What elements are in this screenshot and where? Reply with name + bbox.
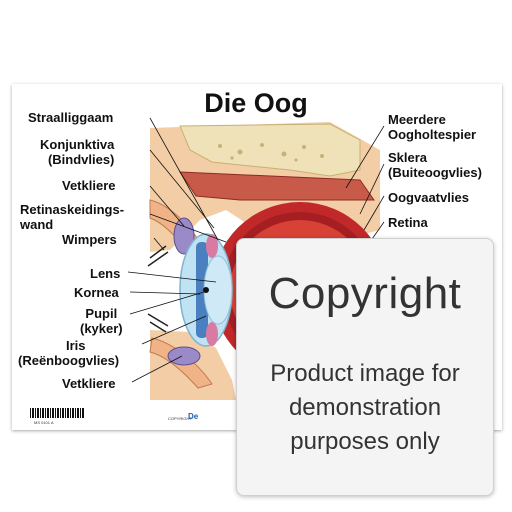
label-konjunktiva: Konjunktiva(Bindvlies) bbox=[40, 137, 115, 167]
ciliary-body-bottom bbox=[206, 322, 218, 346]
label-wimpers: Wimpers bbox=[62, 232, 117, 247]
label-retinaskeidingswand: Retinaskeidings-wand bbox=[20, 202, 125, 232]
lower-fat-gland bbox=[167, 346, 201, 366]
ciliary-body-top bbox=[206, 234, 218, 258]
upper-fat-gland bbox=[173, 217, 195, 255]
overlay-subtitle-line: Product image for bbox=[270, 360, 460, 387]
pupil-dot bbox=[203, 287, 209, 293]
leader-lines-left bbox=[127, 117, 227, 383]
lower-eyelash bbox=[147, 313, 169, 333]
brand-logo-text: De bbox=[188, 412, 199, 421]
label-lens: Lens bbox=[90, 266, 121, 281]
label-kornea: Kornea bbox=[74, 285, 119, 300]
bone-texture bbox=[218, 143, 324, 162]
label-sklera: Sklera(Buiteoogvlies) bbox=[388, 150, 482, 180]
label-straalliggaam: Straalliggaam bbox=[28, 110, 114, 125]
copyright-overlay: Copyright Product image for demonstratio… bbox=[236, 238, 494, 496]
overlay-subtitle: Product image for demonstration purposes… bbox=[237, 357, 493, 459]
iris bbox=[196, 242, 208, 338]
label-vetkliere-top: Vetkliere bbox=[62, 178, 116, 193]
label-retina: Retina bbox=[388, 215, 428, 230]
label-vetkliere-bottom: Vetkliere bbox=[62, 376, 116, 391]
label-pupil: Pupil(kyker) bbox=[80, 306, 123, 336]
label-oogvaatvlies: Oogvaatvlies bbox=[388, 190, 469, 205]
overlay-title: Copyright bbox=[268, 269, 462, 318]
orbital-bone bbox=[179, 123, 361, 177]
overlay-subtitle-line: purposes only bbox=[290, 428, 440, 455]
barcode bbox=[30, 408, 84, 418]
upper-muscle bbox=[179, 171, 375, 201]
upper-eyelash bbox=[147, 245, 169, 267]
product-code: MS 0101 A bbox=[34, 420, 54, 425]
label-iris: Iris(Reënboogvlies) bbox=[18, 338, 120, 368]
copyright-credit: COPYRIGHT bbox=[168, 416, 192, 421]
overlay-subtitle-line: demonstration bbox=[288, 394, 442, 421]
diagram-title: Die Oog bbox=[204, 88, 308, 118]
